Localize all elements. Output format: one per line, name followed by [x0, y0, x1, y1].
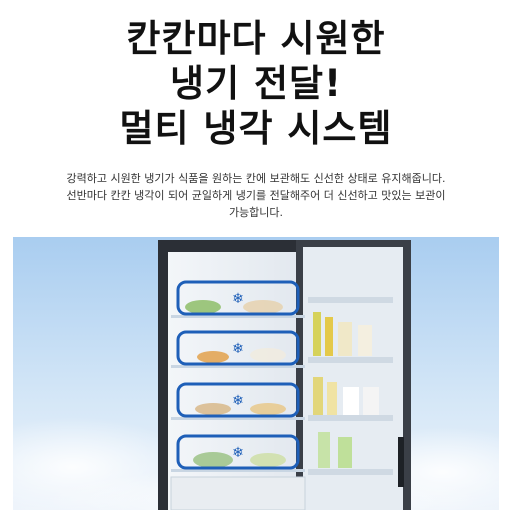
description: 강력하고 시원한 냉기가 식품을 원하는 칸에 보관해도 신선한 상태로 유지해…	[0, 170, 512, 221]
headline-line-2: 냉기 전달!	[170, 62, 342, 105]
headline-line-3: 멀티 냉각 시스템	[119, 107, 393, 150]
refrigerator-illustration: ❄ ❄ ❄ ❄	[13, 237, 499, 510]
snowflake-icons: ❄ ❄ ❄ ❄	[232, 291, 244, 461]
svg-text:❄: ❄	[232, 445, 244, 461]
description-line-3: 가능합니다.	[228, 206, 284, 219]
description-line-1: 강력하고 시원한 냉기가 식품을 원하는 칸에 보관해도 신선한 상태로 유지해…	[66, 172, 446, 185]
shelves	[171, 315, 305, 472]
door-shelves	[308, 297, 393, 475]
food-items	[185, 300, 286, 468]
door-handle	[398, 437, 404, 487]
freezer-drawer	[170, 476, 306, 510]
svg-text:❄: ❄	[232, 393, 244, 409]
description-line-2: 선반마다 칸칸 냉각이 되어 균일하게 냉기를 전달해주어 더 신선하고 맛있는…	[66, 189, 446, 202]
refrigerator-product-image: ❄ ❄ ❄ ❄	[13, 237, 499, 510]
airflow-arrows	[176, 280, 300, 470]
svg-text:❄: ❄	[232, 291, 244, 307]
svg-text:❄: ❄	[232, 341, 244, 357]
headline-line-1: 칸칸마다 시원한	[126, 17, 386, 60]
